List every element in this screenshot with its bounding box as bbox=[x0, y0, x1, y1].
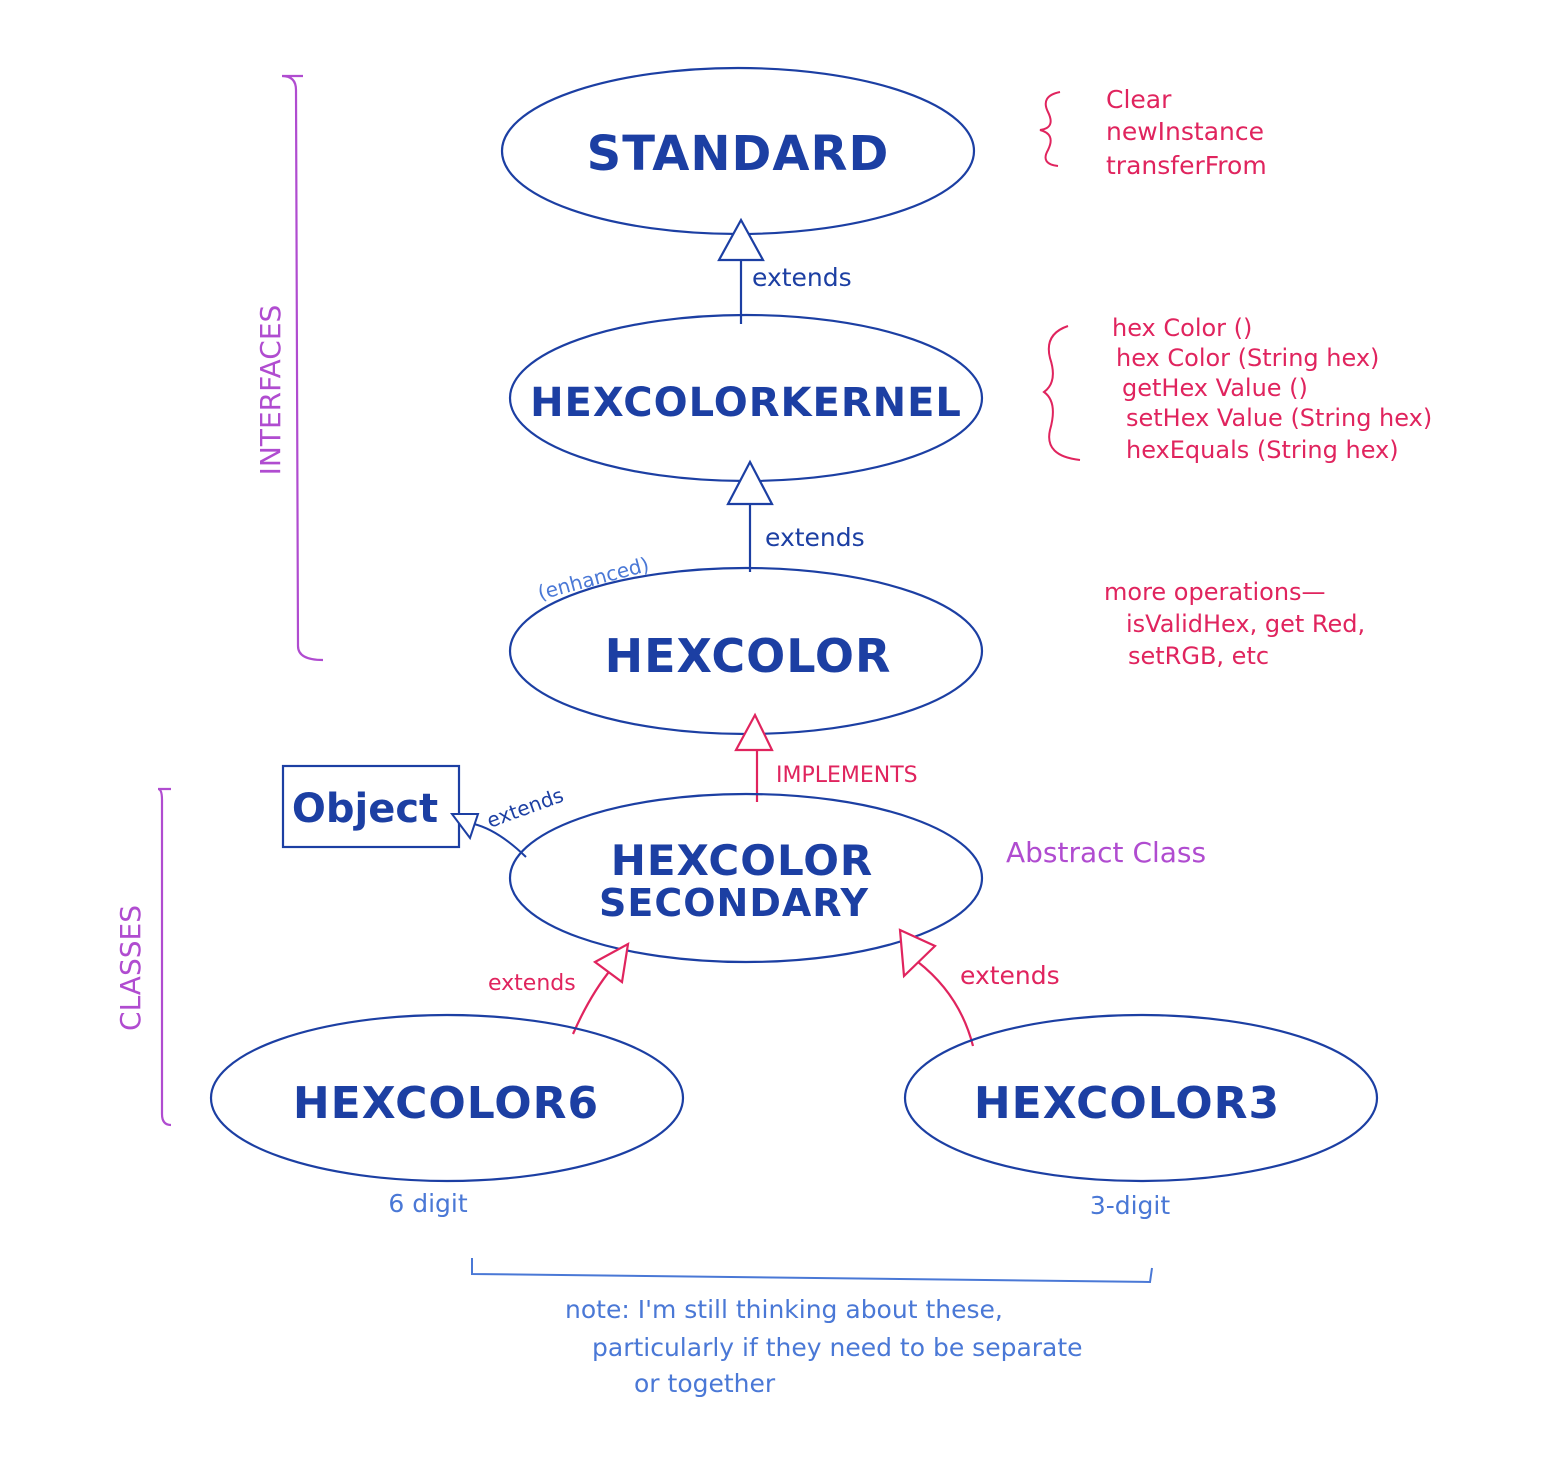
hollow-arrowhead-icon bbox=[734, 712, 774, 752]
abstract-class-note: Abstract Class bbox=[1006, 836, 1206, 869]
curly-brace-icon bbox=[1042, 325, 1081, 461]
kernel-method: hex Color (String hex) bbox=[1116, 344, 1379, 372]
node-hexcolor[interactable]: HEXCOLOR (enhanced) bbox=[508, 552, 984, 736]
kernel-method: hexEquals (String hex) bbox=[1126, 436, 1399, 464]
node-hexcolor3-ellipse bbox=[903, 1013, 1379, 1183]
node-secondary-label-line1: HEXCOLOR bbox=[611, 836, 874, 885]
edge-kernel-extends-standard: extends bbox=[717, 217, 852, 324]
hollow-arrowhead-icon bbox=[592, 941, 630, 984]
edge-label: IMPLEMENTS bbox=[776, 763, 918, 788]
edge-line bbox=[917, 961, 975, 1047]
bottom-bracket-line bbox=[471, 1258, 1153, 1284]
node-secondary-ellipse bbox=[508, 792, 984, 964]
hollow-arrowhead-icon bbox=[898, 928, 937, 979]
edge-label: extends bbox=[765, 523, 865, 552]
node-hexcolor3-label: HEXCOLOR3 bbox=[974, 1078, 1280, 1129]
standard-method: Clear bbox=[1106, 85, 1172, 114]
node-hexcolor-label: HEXCOLOR bbox=[605, 629, 892, 683]
classes-bracket: CLASSES bbox=[114, 787, 172, 1127]
node-object-label: Object bbox=[292, 786, 438, 832]
node-hexcolorkernel[interactable]: HEXCOLORKERNEL bbox=[508, 313, 984, 483]
node-hexcolor3[interactable]: HEXCOLOR3 3-digit bbox=[903, 1013, 1379, 1220]
edge-label: extends bbox=[488, 971, 576, 996]
three-digit-note: 3-digit bbox=[1090, 1191, 1171, 1220]
node-hexcolor6-ellipse bbox=[209, 1013, 685, 1183]
standard-method: transferFrom bbox=[1106, 151, 1267, 180]
footnote: note: I'm still thinking about these, pa… bbox=[565, 1295, 1083, 1398]
hollow-arrowhead-icon bbox=[717, 217, 765, 262]
classes-bracket-line bbox=[157, 787, 172, 1127]
classes-label: CLASSES bbox=[114, 905, 147, 1031]
standard-method: newInstance bbox=[1106, 117, 1264, 146]
footnote-line-2: particularly if they need to be separate bbox=[592, 1333, 1083, 1362]
hexcolor-op: setRGB, etc bbox=[1128, 642, 1269, 670]
hexcolor-ops-note: more operations— isValidHex, get Red, se… bbox=[1104, 578, 1365, 670]
node-hexcolor6-label: HEXCOLOR6 bbox=[293, 1078, 599, 1129]
node-secondary-label-line2: SECONDARY bbox=[599, 881, 869, 925]
interfaces-label: INTERFACES bbox=[254, 305, 287, 476]
kernel-method: getHex Value () bbox=[1122, 374, 1308, 402]
hollow-arrowhead-icon bbox=[726, 459, 774, 506]
curly-brace-icon bbox=[1039, 91, 1061, 167]
hexcolor-op: more operations— bbox=[1104, 578, 1326, 606]
edge-hexcolor-extends-kernel: extends bbox=[726, 459, 865, 572]
edge-hexcolor6-extends-secondary: extends bbox=[488, 941, 630, 1035]
node-kernel-label: HEXCOLORKERNEL bbox=[530, 380, 962, 426]
edge-label: extends bbox=[752, 263, 852, 292]
hollow-arrowhead-icon bbox=[450, 813, 480, 841]
node-object[interactable]: Object bbox=[281, 764, 461, 849]
footnote-line-1: note: I'm still thinking about these, bbox=[565, 1295, 1003, 1324]
kernel-method: setHex Value (String hex) bbox=[1126, 404, 1432, 432]
edge-label: extends bbox=[960, 961, 1060, 990]
interfaces-bracket: INTERFACES bbox=[254, 74, 324, 662]
kernel-method: hex Color () bbox=[1112, 314, 1252, 342]
node-hexcolor6[interactable]: HEXCOLOR6 6 digit bbox=[209, 1013, 685, 1218]
edge-line bbox=[571, 967, 613, 1035]
edge-label: extends bbox=[484, 783, 567, 833]
footnote-line-3: or together bbox=[634, 1369, 776, 1398]
six-digit-note: 6 digit bbox=[388, 1189, 467, 1218]
node-hexcolor-secondary[interactable]: HEXCOLOR SECONDARY bbox=[508, 792, 984, 964]
edge-hexcolor3-extends-secondary: extends bbox=[898, 928, 1060, 1047]
hexcolor-op: isValidHex, get Red, bbox=[1126, 610, 1365, 638]
interfaces-bracket-line bbox=[281, 74, 324, 662]
node-standard-label: STANDARD bbox=[587, 126, 890, 182]
edge-secondary-extends-object: extends bbox=[450, 783, 567, 858]
enhanced-note: (enhanced) bbox=[535, 552, 652, 605]
node-standard[interactable]: STANDARD bbox=[500, 66, 976, 236]
kernel-methods-note: hex Color () hex Color (String hex) getH… bbox=[1042, 314, 1432, 464]
standard-methods-note: Clear newInstance transferFrom bbox=[1039, 85, 1267, 180]
node-object-box bbox=[281, 764, 461, 849]
